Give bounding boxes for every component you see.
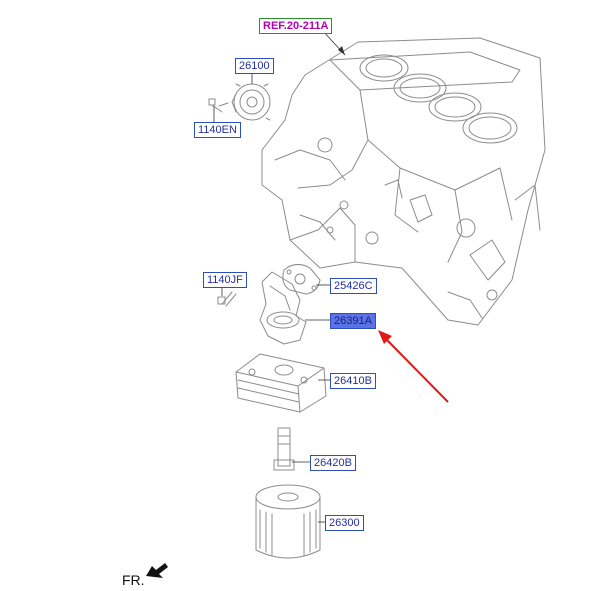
engine-block-drawing <box>261 37 546 326</box>
label-26420b[interactable]: 26420B <box>310 455 356 471</box>
oil-filter-drawing <box>255 484 321 559</box>
bolt-1140jf-drawing <box>217 291 237 307</box>
oil-cooler-drawing <box>235 353 327 413</box>
label-26410b[interactable]: 26410B <box>330 373 376 389</box>
label-26100[interactable]: 26100 <box>235 58 274 74</box>
stud-drawing <box>273 427 295 471</box>
label-26300[interactable]: 26300 <box>325 515 364 531</box>
label-1140jf[interactable]: 1140JF <box>203 272 247 288</box>
oil-pump-drawing <box>218 83 271 121</box>
label-ref-20-211a[interactable]: REF.20-211A <box>259 18 333 34</box>
front-direction-label: FR. <box>122 572 145 588</box>
ref-arrowhead <box>338 46 345 55</box>
leader-lines <box>213 29 346 523</box>
front-direction-arrow <box>146 563 168 578</box>
label-1140en[interactable]: 1140EN <box>194 122 241 138</box>
pointer-arrow <box>378 330 449 403</box>
label-25426c[interactable]: 25426C <box>330 278 377 294</box>
oil-filter-housing-drawing <box>259 271 307 345</box>
gasket-25426c-drawing <box>282 264 321 295</box>
label-26391a[interactable]: 26391A <box>330 313 376 329</box>
